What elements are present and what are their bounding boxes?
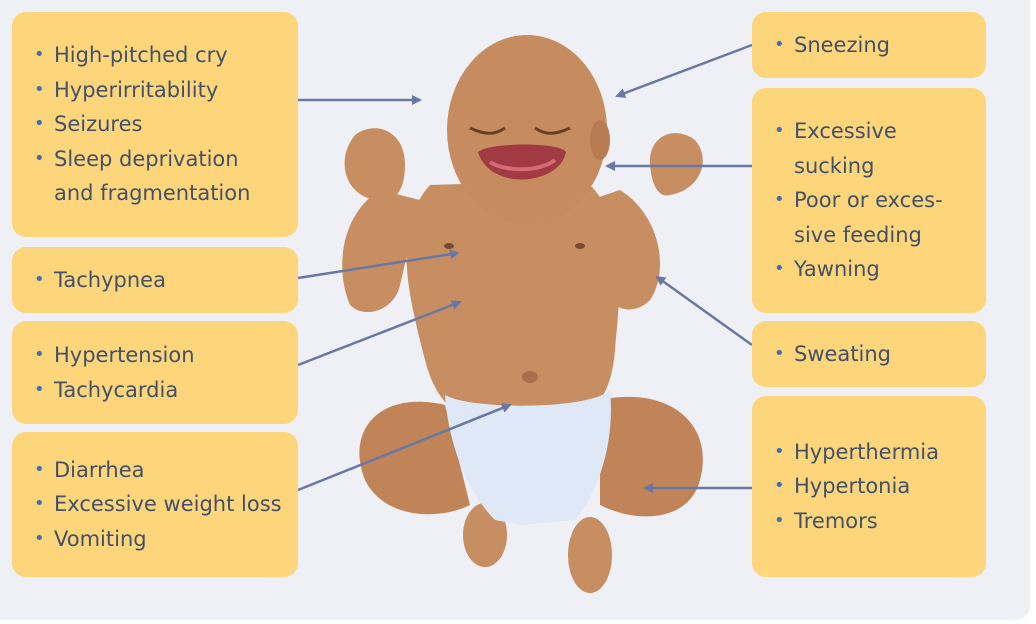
symptom-item: • Yawning <box>774 252 976 287</box>
symptom-item: • Seizures <box>34 107 288 142</box>
symptom-box-feeding: • Excessive sucking • Poor or exces- sive f… <box>752 88 986 313</box>
symptom-item: • Hypertension <box>34 338 288 373</box>
symptom-box-thermal-motor: • Hyperthermia • Hypertonia • Tremors <box>752 396 986 577</box>
bullet-icon: • <box>774 183 785 218</box>
symptom-item: • Tachypnea <box>34 263 288 298</box>
symptom-label: Tachypnea <box>54 268 166 292</box>
bullet-icon: • <box>34 487 45 522</box>
symptom-label: Hypertonia <box>794 474 910 498</box>
symptom-item: • Excessive weight loss <box>34 487 288 522</box>
bullet-icon: • <box>34 107 45 142</box>
bullet-icon: • <box>34 373 45 408</box>
symptom-item: • Hyperthermia <box>774 435 976 470</box>
symptom-item: • Excessive sucking <box>774 114 976 183</box>
symptom-label: Poor or exces- sive feeding <box>794 188 943 247</box>
symptom-item: • Vomiting <box>34 522 288 557</box>
symptom-box-sweating: • Sweating <box>752 321 986 387</box>
bullet-icon: • <box>34 453 45 488</box>
symptom-box-gastrointestinal: • Diarrhea • Excessive weight loss • Vomiting <box>12 432 298 577</box>
symptom-box-neuro: • High-pitched cry • Hyperirritability • Seiz… <box>12 12 298 237</box>
symptom-box-cardiovascular: • Hypertension • Tachycardia <box>12 321 298 424</box>
symptom-item: • Diarrhea <box>34 453 288 488</box>
bullet-icon: • <box>774 28 785 63</box>
symptom-label: Tremors <box>794 509 878 533</box>
bullet-icon: • <box>774 504 785 539</box>
right-foot <box>568 517 612 593</box>
bullet-icon: • <box>34 73 45 108</box>
left-fist <box>345 128 405 201</box>
right-thigh <box>600 397 703 517</box>
symptom-item: • Hypertonia <box>774 469 976 504</box>
symptom-label: Vomiting <box>54 527 147 551</box>
nipple <box>444 243 454 249</box>
bullet-icon: • <box>774 114 785 149</box>
bullet-icon: • <box>774 337 785 372</box>
ear <box>590 120 610 160</box>
symptom-label: Hypertension <box>54 343 195 367</box>
bullet-icon: • <box>774 252 785 287</box>
symptom-label: Sleep deprivation and fragmentation <box>54 147 250 206</box>
bullet-icon: • <box>774 435 785 470</box>
symptom-label: High-pitched cry <box>54 43 228 67</box>
symptom-label: Tachycardia <box>54 378 178 402</box>
symptom-label: Yawning <box>794 257 880 281</box>
symptom-label: Excessive sucking <box>794 119 897 178</box>
symptom-label: Diarrhea <box>54 458 145 482</box>
bullet-icon: • <box>34 263 45 298</box>
symptom-label: Seizures <box>54 112 142 136</box>
symptom-label: Hyperirritability <box>54 78 218 102</box>
bullet-icon: • <box>34 142 45 177</box>
symptom-item: • Tachycardia <box>34 373 288 408</box>
symptom-box-respiratory: • Tachypnea <box>12 247 298 313</box>
navel <box>522 371 538 383</box>
symptom-item: • Hyperirritability <box>34 73 288 108</box>
symptom-item: • Sleep deprivation and fragmentation <box>34 142 288 211</box>
symptom-item: • High-pitched cry <box>34 38 288 73</box>
symptom-item: • Sweating <box>774 337 976 372</box>
bullet-icon: • <box>34 38 45 73</box>
symptom-box-sneezing: • Sneezing <box>752 12 986 78</box>
symptom-label: Sneezing <box>794 33 890 57</box>
bullet-icon: • <box>34 522 45 557</box>
symptom-item: • Sneezing <box>774 28 976 63</box>
bullet-icon: • <box>774 469 785 504</box>
symptom-item: • Tremors <box>774 504 976 539</box>
symptom-label: Excessive weight loss <box>54 492 282 516</box>
right-fist <box>650 133 703 195</box>
nipple <box>575 243 585 249</box>
bullet-icon: • <box>34 338 45 373</box>
symptom-item: • Poor or exces- sive feeding <box>774 183 976 252</box>
symptom-label: Hyperthermia <box>794 440 939 464</box>
symptom-label: Sweating <box>794 342 891 366</box>
